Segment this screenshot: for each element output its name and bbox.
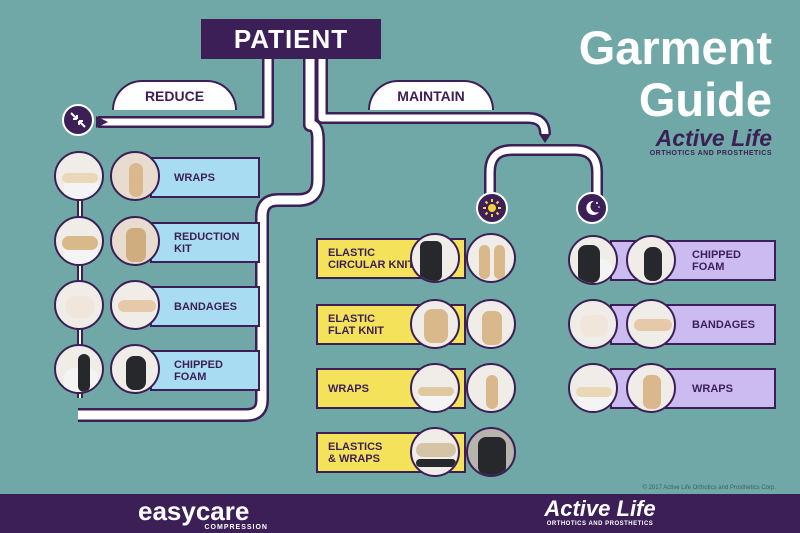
arm-night-bandage-photo	[626, 299, 676, 349]
hand-flat-knit-photo	[410, 299, 460, 349]
maintain-label: MAINTAIN	[368, 80, 494, 110]
item-label-line2: FLAT KNIT	[328, 324, 385, 337]
easycare-main: easycare	[138, 496, 250, 526]
item-label: WRAPS	[328, 382, 369, 395]
item-label-line1: ELASTICS	[328, 440, 383, 453]
item-label-line1: ELASTIC	[328, 246, 376, 259]
leg-flat-knit-photo	[466, 299, 516, 349]
item-label-line2: CIRCULAR KNIT	[328, 258, 415, 271]
arm-day-wrap-photo	[410, 363, 460, 413]
item-label: WRAPS	[692, 382, 733, 395]
brand-logo-footer: Active Life ORTHOTICS AND PROSTHETICS	[538, 498, 662, 529]
item-label: CHIPPED FOAM	[692, 248, 741, 273]
moon-stars-icon	[576, 192, 608, 224]
leg-night-wrap-photo	[626, 363, 676, 413]
item-label: BANDAGES	[692, 318, 755, 331]
leg-day-wrap-photo	[466, 363, 516, 413]
brand-sub: ORTHOTICS AND PROSTHETICS	[649, 150, 772, 157]
title-line1: Garment	[578, 21, 772, 74]
item-label-line2: & WRAPS	[328, 452, 380, 465]
copyright-text: © 2017 Active Life Orthotics and Prosthe…	[642, 485, 777, 491]
arm-night-foam-photo	[568, 235, 618, 285]
reduce-label: REDUCE	[112, 80, 237, 110]
leg-elastic-wrap-photo	[466, 427, 516, 477]
leg-night-foam-photo	[626, 235, 676, 285]
title-line2: Guide	[638, 73, 772, 126]
item-label-line1: ELASTIC	[328, 312, 376, 325]
footer-brand-name: Active Life	[544, 496, 656, 521]
page-title: Garment Guide	[532, 22, 772, 126]
leg-circular-knit-photo	[466, 233, 516, 283]
easycare-logo: easycare COMPRESSION	[138, 498, 268, 532]
patient-header: PATIENT	[201, 19, 381, 59]
sun-icon	[476, 192, 508, 224]
compress-arrows-icon	[62, 104, 94, 136]
arm-night-wrap-photo	[568, 363, 618, 413]
brand-name: Active Life	[655, 125, 772, 151]
footer-brand-sub: ORTHOTICS AND PROSTHETICS	[546, 521, 654, 527]
arm-elastic-wrap-photo	[410, 427, 460, 477]
footer-bar	[0, 494, 800, 533]
arm-circular-knit-photo	[410, 233, 460, 283]
brand-logo-top: Active Life ORTHOTICS AND PROSTHETICS	[640, 127, 772, 158]
hand-night-bandage-photo	[568, 299, 618, 349]
easycare-sub: COMPRESSION	[204, 524, 268, 531]
